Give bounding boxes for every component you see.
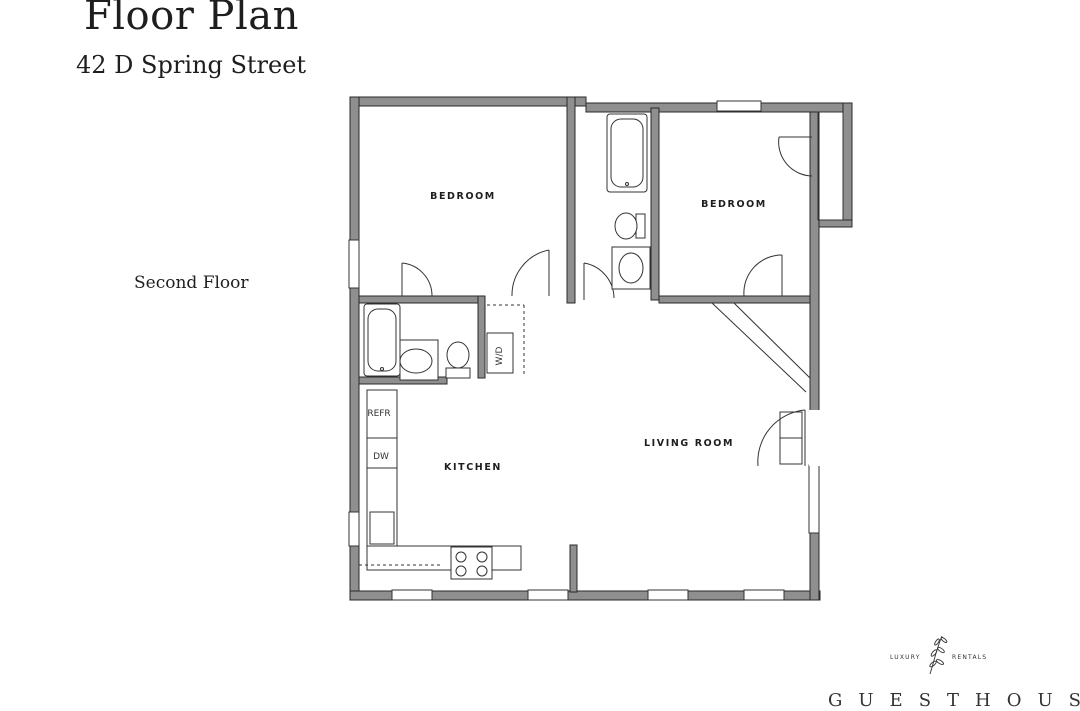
drain — [380, 367, 384, 371]
closet — [817, 111, 844, 221]
window — [348, 239, 360, 289]
brand-tag-right: RENTALS — [952, 654, 988, 661]
wall-right-upper — [842, 102, 853, 226]
window — [348, 511, 360, 547]
room-label-kitchen: KITCHEN — [444, 462, 502, 473]
bath-fixtures — [363, 113, 651, 381]
burner — [476, 551, 488, 563]
wall-bedroom1-right — [566, 96, 576, 304]
diagonal-wall — [733, 302, 811, 379]
window — [527, 589, 569, 601]
burner — [455, 551, 467, 563]
burner — [476, 565, 488, 577]
walls — [349, 96, 853, 601]
address: 42 D Spring Street — [76, 51, 307, 79]
diagonal-wall — [711, 302, 807, 393]
drain — [625, 182, 629, 186]
door-swing — [401, 262, 433, 297]
door-swing — [511, 249, 550, 297]
wall-bottom — [349, 590, 821, 601]
wall-right — [809, 111, 820, 601]
door-opening — [809, 410, 821, 466]
toilet-bowl — [614, 212, 638, 240]
wall-bath-right — [477, 295, 486, 379]
wall-hallbath-right — [650, 107, 660, 301]
fixture-label-dishwasher: DW — [373, 452, 389, 462]
sink-basin — [399, 348, 433, 374]
door-swing — [778, 136, 813, 177]
window — [808, 464, 820, 534]
fixture-label-refrigerator: REFR — [367, 409, 390, 419]
bathtub-inner — [610, 118, 644, 188]
wall-bedroom2-bottom — [658, 295, 811, 304]
labels: BEDROOM BEDROOM KITCHEN LIVING ROOM REFR… — [367, 191, 767, 473]
counter-bottom — [366, 545, 522, 571]
wall-stub-bottom — [569, 544, 578, 593]
window — [716, 100, 762, 112]
kitchen-sink — [369, 511, 395, 545]
olive-branch-icon — [929, 635, 948, 675]
door-swing — [583, 262, 615, 299]
washer-dryer-box — [486, 332, 514, 374]
toilet-bowl — [446, 341, 470, 369]
entry-door-gap — [809, 410, 821, 466]
window — [647, 589, 689, 601]
kitchen-fixtures — [359, 389, 522, 580]
brand-name: GUESTHOUSE — [828, 690, 1080, 711]
fixture-label-washer-dryer: W/D — [495, 347, 505, 366]
windows — [348, 100, 820, 601]
doors — [401, 111, 844, 467]
wall-bedroom1-bottom — [358, 295, 480, 304]
door-swing — [743, 254, 783, 297]
burner — [455, 565, 467, 577]
room-label-bedroom-1: BEDROOM — [430, 191, 496, 202]
room-label-bedroom-2: BEDROOM — [701, 199, 767, 210]
floor-label: Second Floor — [134, 273, 249, 293]
window — [391, 589, 433, 601]
bathtub-inner — [367, 308, 397, 372]
toilet-tank — [445, 367, 471, 379]
window — [743, 589, 785, 601]
brand-tag-left: LUXURY — [890, 654, 921, 661]
brand-logo: LUXURY RENTALS — [870, 632, 1000, 676]
room-label-living-room: LIVING ROOM — [644, 438, 734, 449]
wall-top-left — [349, 96, 587, 107]
sink-basin — [618, 252, 644, 284]
page-title: Floor Plan — [84, 0, 299, 39]
